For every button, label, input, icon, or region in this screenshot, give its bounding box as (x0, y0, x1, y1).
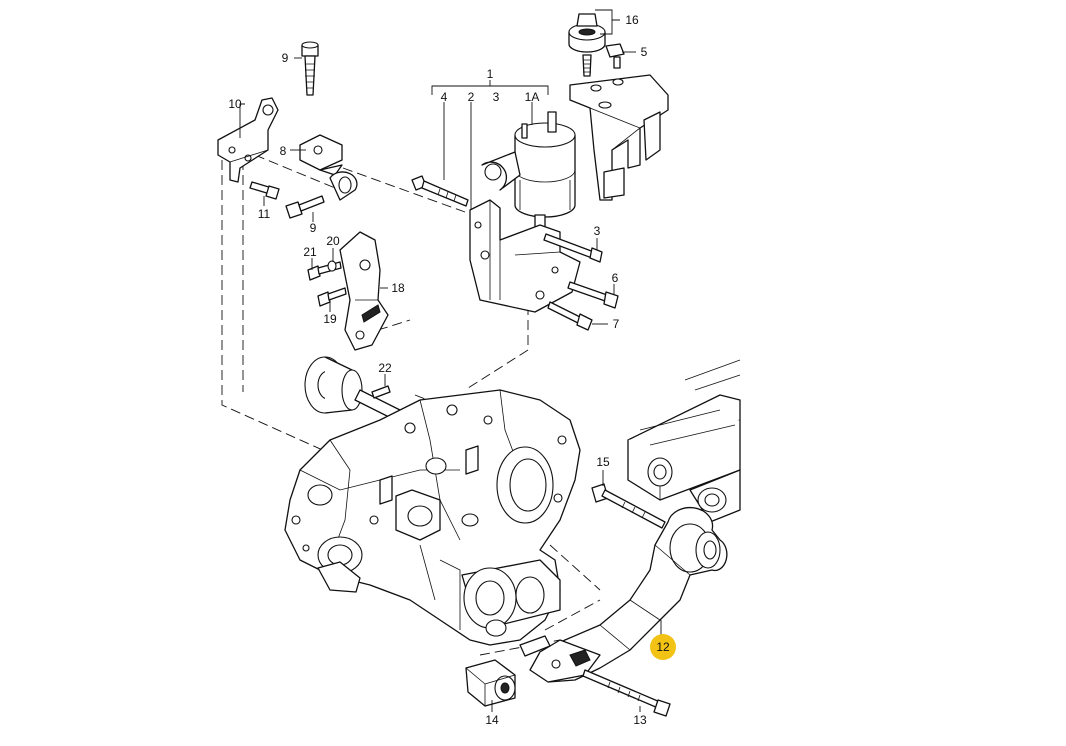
bolt-9-bottom (285, 195, 325, 219)
bolt-15 (591, 483, 666, 529)
highlight-marker-12 (650, 634, 676, 660)
callout-14: 14 (485, 713, 499, 727)
callout-labels: 1 4 2 3 1A 16 5 9 10 8 11 9 3 20 21 6 18… (228, 13, 670, 727)
nut-5 (605, 43, 625, 69)
callout-9-bottom: 9 (310, 221, 317, 235)
callout-3-top: 3 (493, 90, 500, 104)
callout-16: 16 (625, 13, 639, 27)
bolt-13 (582, 669, 671, 717)
callout-3-right: 3 (594, 224, 601, 238)
callout-18: 18 (391, 281, 405, 295)
callout-12: 12 (656, 640, 670, 654)
callout-4: 4 (441, 90, 448, 104)
bolt-7 (547, 301, 593, 331)
callout-15: 15 (596, 455, 610, 469)
bushing-14 (465, 659, 516, 707)
link-bracket-18 (339, 231, 389, 351)
leader-lines (239, 9, 662, 712)
transmission-housing (284, 389, 581, 646)
callout-22: 22 (378, 361, 392, 375)
callout-11: 11 (258, 207, 271, 221)
bolt-9-top (301, 41, 319, 96)
bolt-11 (249, 181, 280, 200)
bracket-10 (217, 97, 279, 183)
pendulum-support-12 (519, 506, 728, 683)
callout-6: 6 (612, 271, 619, 285)
callout-10: 10 (228, 97, 242, 111)
callout-1: 1 (487, 67, 494, 81)
mount-bracket-right (569, 74, 669, 201)
bolt-3-right (543, 233, 603, 263)
engine-mount-1A (481, 111, 576, 233)
bolt-6 (567, 281, 619, 309)
callout-2: 2 (468, 90, 475, 104)
callout-20: 20 (326, 234, 340, 248)
callout-19: 19 (323, 312, 337, 326)
rubber-buffer-16 (568, 13, 606, 77)
callout-9-top: 9 (282, 51, 289, 65)
washer-20 (327, 260, 337, 272)
callout-1A: 1A (525, 90, 540, 104)
bolt-4 (411, 175, 469, 207)
callout-21: 21 (303, 245, 317, 259)
support-bracket-2 (469, 199, 581, 313)
callout-7: 7 (613, 317, 620, 331)
callout-8: 8 (280, 144, 287, 158)
subframe (627, 359, 741, 523)
callout-13: 13 (633, 713, 647, 727)
bolt-19 (317, 287, 347, 307)
callout-5: 5 (641, 45, 648, 59)
bracket-8 (299, 134, 358, 201)
